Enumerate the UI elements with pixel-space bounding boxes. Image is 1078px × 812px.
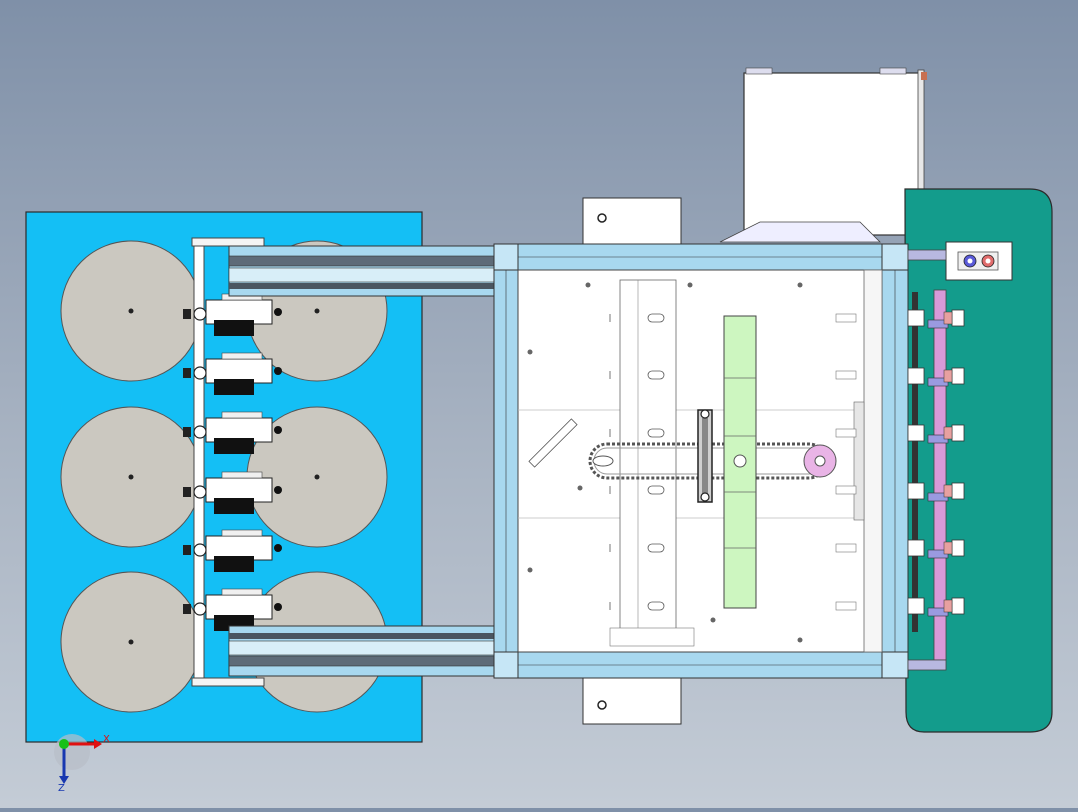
cutter-head [183, 529, 282, 572]
side-clamp [907, 482, 965, 502]
side-clamp-group [907, 309, 965, 617]
guide-bar [193, 239, 205, 686]
cutter-head [183, 293, 282, 336]
lower-rail [228, 625, 496, 677]
axis-x-label: X [103, 734, 110, 745]
main-frame [493, 243, 909, 679]
cutter-head [183, 352, 282, 395]
indicator-lamp-icon [963, 254, 977, 268]
mount-tab-bottom [582, 675, 682, 725]
table-bolts [527, 282, 857, 643]
indicator-lamp-icon [981, 254, 995, 268]
axis-triad: X Z [54, 734, 110, 794]
mount-tab-top [582, 197, 682, 249]
motor-housing [743, 72, 920, 236]
reel-group [60, 240, 388, 713]
cutter-head [183, 411, 282, 454]
slot-gauge [528, 418, 578, 468]
cutter-head-group [183, 293, 282, 631]
upper-rail [228, 245, 496, 297]
side-clamp [907, 309, 965, 329]
side-clamp [907, 367, 965, 387]
side-clamp [907, 597, 965, 617]
axis-z-label: Z [58, 783, 65, 794]
side-clamp [907, 424, 965, 444]
cutter-head [183, 471, 282, 514]
side-clamp [907, 539, 965, 559]
